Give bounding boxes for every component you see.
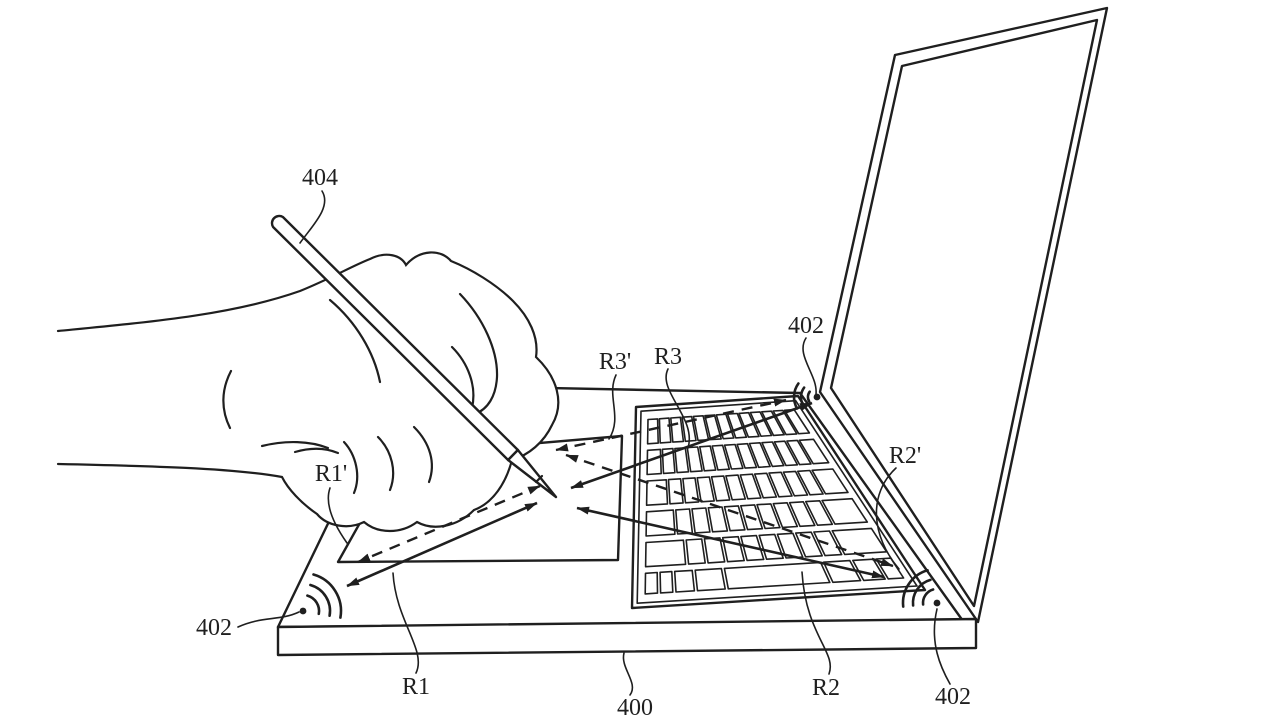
ref-402-top: 402 <box>788 313 824 339</box>
palm-crease-2 <box>293 447 340 455</box>
hand-contour <box>56 251 560 533</box>
wrist-crease <box>222 369 233 430</box>
antenna-signal-arc <box>799 386 806 407</box>
keyboard-key <box>658 417 672 444</box>
index-finger <box>450 345 475 410</box>
ref-400: 400 <box>617 695 653 720</box>
stylus-tip-cone <box>506 448 558 499</box>
hand <box>56 251 560 533</box>
stylus <box>270 214 558 499</box>
keyboard-key <box>691 507 711 534</box>
ref-r3: R3 <box>654 344 682 370</box>
ref-404: 404 <box>302 165 338 191</box>
antenna-dot <box>813 393 821 401</box>
antenna-signal-arc <box>901 569 929 608</box>
keyboard-key <box>645 478 669 507</box>
keyboard-key <box>685 538 707 565</box>
antenna-front-right <box>901 569 941 608</box>
curled-finger-1 <box>412 425 433 484</box>
keyboard-key <box>644 539 687 568</box>
ref-r1: R1 <box>402 674 430 700</box>
signal-arrow-R1p <box>357 484 541 564</box>
curled-finger-2 <box>376 435 395 492</box>
ref-r2: R2 <box>812 675 840 701</box>
keyboard-key <box>644 571 659 595</box>
ref-r2-leader <box>801 571 832 675</box>
ref-r3-prime-leader <box>608 374 617 440</box>
antennas <box>299 382 941 619</box>
antenna-signal-arc <box>911 578 932 607</box>
antenna-hinge <box>792 382 821 410</box>
ref-r2-prime: R2' <box>889 443 921 469</box>
ref-r1-prime: R1' <box>315 461 347 487</box>
leader-lines <box>237 190 951 696</box>
stylus-tip-mark <box>534 474 544 484</box>
antenna-front-left <box>299 573 343 619</box>
antenna-signal-arc <box>312 573 343 619</box>
hand-fill <box>58 252 559 532</box>
antenna-signal-arc <box>309 583 332 617</box>
display-bezel <box>829 18 1099 608</box>
antenna-dot <box>933 599 941 607</box>
keyboard-key <box>646 448 663 476</box>
antenna-signal-arc <box>306 594 321 616</box>
base-front-side <box>276 617 978 657</box>
keyboard-key <box>694 567 727 592</box>
thumb-fold <box>328 298 382 384</box>
palm-crease <box>260 440 330 450</box>
antenna-signal-arc <box>806 390 811 403</box>
signal-arrow-R3p <box>555 398 787 452</box>
signal-arrows <box>346 398 894 588</box>
ref-r1-prime-leader <box>327 487 348 544</box>
curled-finger-3 <box>342 440 359 495</box>
ref-402-left-leader <box>237 611 300 628</box>
antenna-dot <box>299 607 307 615</box>
ref-400-leader <box>622 652 634 696</box>
keyboard-key <box>659 570 674 594</box>
ref-r3-prime: R3' <box>599 349 631 375</box>
ref-402-top-leader <box>802 337 817 395</box>
ref-r3-leader <box>665 368 691 449</box>
ref-r1-leader <box>392 572 420 674</box>
stylus-shaft <box>270 214 520 462</box>
thumb <box>458 292 499 416</box>
ref-402-right-leader <box>933 608 951 685</box>
keyboard-key <box>646 418 660 445</box>
ref-402-left: 402 <box>196 615 232 641</box>
ref-404-leader <box>299 190 326 244</box>
keyboard-key <box>673 569 696 593</box>
keyboard-key <box>669 416 685 443</box>
ref-402-right: 402 <box>935 684 971 710</box>
antenna-signal-arc <box>921 588 935 606</box>
antenna-signal-arc <box>792 382 800 410</box>
keyboard-key <box>645 509 676 537</box>
ref-r2-prime-leader <box>875 467 900 570</box>
